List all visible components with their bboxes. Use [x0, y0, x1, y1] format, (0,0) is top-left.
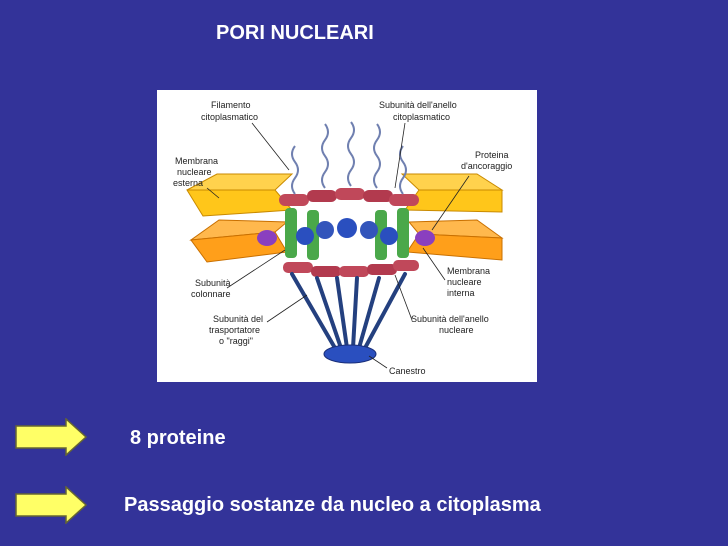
label-proteina-2: d'ancoraggio — [461, 161, 512, 171]
label-anello-cito-2: citoplasmatico — [393, 112, 450, 122]
page-title: PORI NUCLEARI — [216, 22, 374, 44]
label-colonnare: Subunità — [195, 278, 231, 288]
label-anello-nucleare: Subunità dell'anello — [411, 314, 489, 324]
label-filamento: Filamento — [211, 100, 251, 110]
nuclear-ring — [283, 260, 419, 277]
label-membrana-esterna-3: esterna — [173, 178, 203, 188]
basket-spokes — [290, 272, 407, 350]
cytoplasmic-ring — [279, 188, 419, 206]
label-filamento-2: citoplasmatico — [201, 112, 258, 122]
basket-ring — [323, 344, 377, 364]
label-membrana-interna-3: interna — [447, 288, 475, 298]
cytoplasmic-filaments — [291, 121, 407, 195]
label-anello-cito: Subunità dell'anello — [379, 100, 457, 110]
label-membrana-esterna: Membrana — [175, 156, 218, 166]
arrow-right-icon — [15, 486, 88, 524]
leader-lines — [206, 122, 470, 369]
nuclear-pore-illustration: Filamento citoplasmatico Subunità dell'a… — [173, 100, 512, 376]
bullet-text-proteine: 8 proteine — [130, 427, 226, 449]
label-trasportatore-3: o "raggi" — [219, 336, 253, 346]
outer-membrane — [186, 173, 504, 217]
anchoring-proteins — [257, 230, 435, 246]
label-membrana-esterna-2: nucleare — [177, 167, 212, 177]
bullet-text-passaggio: Passaggio sostanze da nucleo a citoplasm… — [124, 494, 541, 516]
arrow-right-icon — [15, 418, 88, 456]
label-trasportatore-2: trasportatore — [209, 325, 260, 335]
label-canestro: Canestro — [389, 366, 426, 376]
label-proteina: Proteina — [475, 150, 509, 160]
label-trasportatore: Subunità del — [213, 314, 263, 324]
nuclear-pore-diagram: Filamento citoplasmatico Subunità dell'a… — [157, 90, 537, 382]
label-colonnare-2: colonnare — [191, 289, 231, 299]
transporter-subunits — [296, 218, 398, 245]
label-anello-nucleare-2: nucleare — [439, 325, 474, 335]
label-membrana-interna: Membrana — [447, 266, 490, 276]
label-membrana-interna-2: nucleare — [447, 277, 482, 287]
